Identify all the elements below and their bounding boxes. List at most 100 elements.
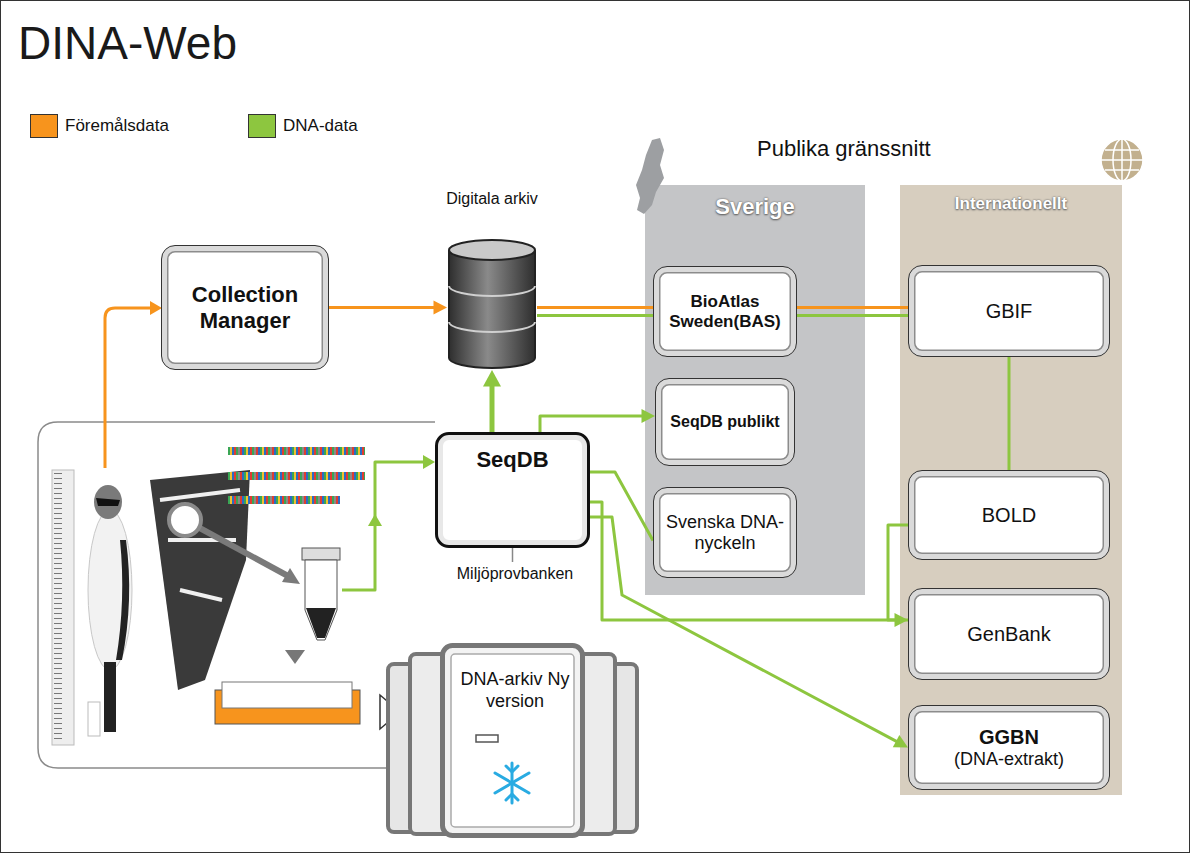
freezer-unit — [388, 664, 450, 832]
database-box: SeqDB — [435, 432, 590, 548]
snowflake-arm — [495, 773, 529, 793]
box-text: SeqDB publikt — [670, 413, 779, 431]
bird-head — [94, 485, 122, 519]
connector — [888, 525, 908, 620]
section-label: Publika gränssnitt — [757, 136, 931, 162]
arrow-head — [368, 514, 382, 526]
object-data-line — [105, 308, 152, 468]
process-box: Collection Manager — [161, 245, 329, 370]
connector-line — [888, 525, 908, 620]
legend-swatch — [30, 114, 58, 138]
connector-line — [490, 385, 495, 433]
tube-cap — [302, 548, 340, 560]
bird-wing — [116, 540, 129, 660]
arrow-head — [434, 301, 448, 315]
connector-line — [540, 416, 644, 432]
freezer-unit — [565, 654, 615, 834]
freezer: MiljöprovbankenDNA-arkiv Ny version — [430, 565, 600, 840]
sample-arrow — [185, 520, 288, 576]
service-box: GGBN(DNA-extrakt) — [908, 705, 1110, 790]
connector-line — [512, 548, 514, 562]
service-box: BioAtlas Sweden(BAS) — [653, 266, 797, 357]
freezer-unit — [410, 654, 460, 834]
service-box: GBIF — [908, 265, 1110, 357]
service-box: SeqDB publikt — [655, 378, 795, 466]
globe-icon — [1101, 139, 1143, 181]
connector-line — [1008, 357, 1011, 470]
connector-line — [797, 306, 908, 309]
bird-tail — [104, 662, 116, 732]
snowflake-tips — [506, 766, 518, 800]
service-box: GenBank — [908, 588, 1110, 680]
arrow-head — [150, 301, 162, 315]
connector-line — [537, 306, 653, 309]
connector — [590, 502, 908, 627]
ruler — [52, 470, 74, 745]
arrow-head — [642, 409, 656, 423]
connector — [590, 517, 908, 748]
bird-mask — [96, 498, 120, 506]
connector — [483, 370, 501, 432]
database-cylinder: Digitala arkiv — [442, 190, 542, 372]
connector-line — [590, 502, 897, 620]
arrow-head — [423, 455, 435, 469]
service-box: BOLD — [908, 470, 1110, 560]
box-text: GBIF — [986, 300, 1033, 323]
connector — [512, 548, 513, 562]
plate-top — [222, 682, 352, 708]
box-text: GGBN — [979, 726, 1039, 749]
box-text: SeqDB — [476, 447, 548, 472]
legend-text: Föremålsdata — [65, 116, 169, 136]
sequence-row — [228, 472, 365, 480]
lab-outline — [38, 422, 435, 768]
freezer-text: DNA-arkiv Ny version — [452, 669, 578, 712]
connector — [797, 308, 908, 316]
region-band: SverigeBioAtlas Sweden(BAS) SeqDB publikt… — [645, 185, 865, 595]
legend-swatch — [248, 114, 276, 138]
band-title: Internationellt — [900, 185, 1122, 214]
step-arrow — [285, 650, 305, 664]
wing-bars — [160, 490, 240, 600]
sweden-icon — [636, 138, 664, 214]
band-title: Sverige — [645, 185, 865, 220]
specimen-tag — [88, 702, 100, 736]
step-arrow — [380, 695, 400, 729]
connector — [537, 308, 653, 316]
freezer-door — [443, 646, 583, 836]
globe-meridian — [1113, 139, 1131, 181]
dna-data-line — [342, 462, 426, 590]
box-text: Collection Manager — [172, 282, 318, 333]
sequence-row — [228, 447, 365, 455]
bird-body — [88, 510, 132, 670]
box-text: Svenska DNA-nyckeln — [664, 512, 786, 553]
connector — [329, 301, 447, 315]
box-text: GenBank — [967, 623, 1050, 646]
cylinder-shape — [447, 238, 537, 370]
ruler-ticks — [54, 473, 62, 742]
connector-line — [590, 472, 653, 541]
freezer-unit — [575, 664, 637, 832]
arrow-head — [282, 568, 300, 584]
connector-line — [797, 314, 908, 317]
connector-line — [590, 517, 898, 742]
connector — [1009, 357, 1010, 470]
cylinder-ring — [449, 286, 535, 296]
cylinder-body — [449, 250, 535, 368]
connector-line — [537, 314, 653, 317]
sample-spot — [169, 504, 201, 536]
box-text: BioAtlas Sweden(BAS) — [664, 292, 786, 331]
service-box: Svenska DNA-nyckeln — [653, 487, 797, 578]
database-label: Digitala arkiv — [446, 190, 538, 208]
arrow-head — [483, 370, 501, 387]
plate — [215, 690, 360, 724]
connector — [540, 409, 655, 432]
arrow-head — [895, 613, 909, 627]
box-text: BOLD — [982, 504, 1036, 527]
snowflake-arm — [495, 773, 529, 793]
freezer-handle — [476, 735, 498, 742]
sequence-row — [228, 496, 340, 504]
cylinder-ring — [449, 322, 535, 332]
connector — [590, 472, 653, 541]
region-band: InternationelltGBIF BOLD GenBankGGBN(DNA-e… — [900, 185, 1122, 795]
